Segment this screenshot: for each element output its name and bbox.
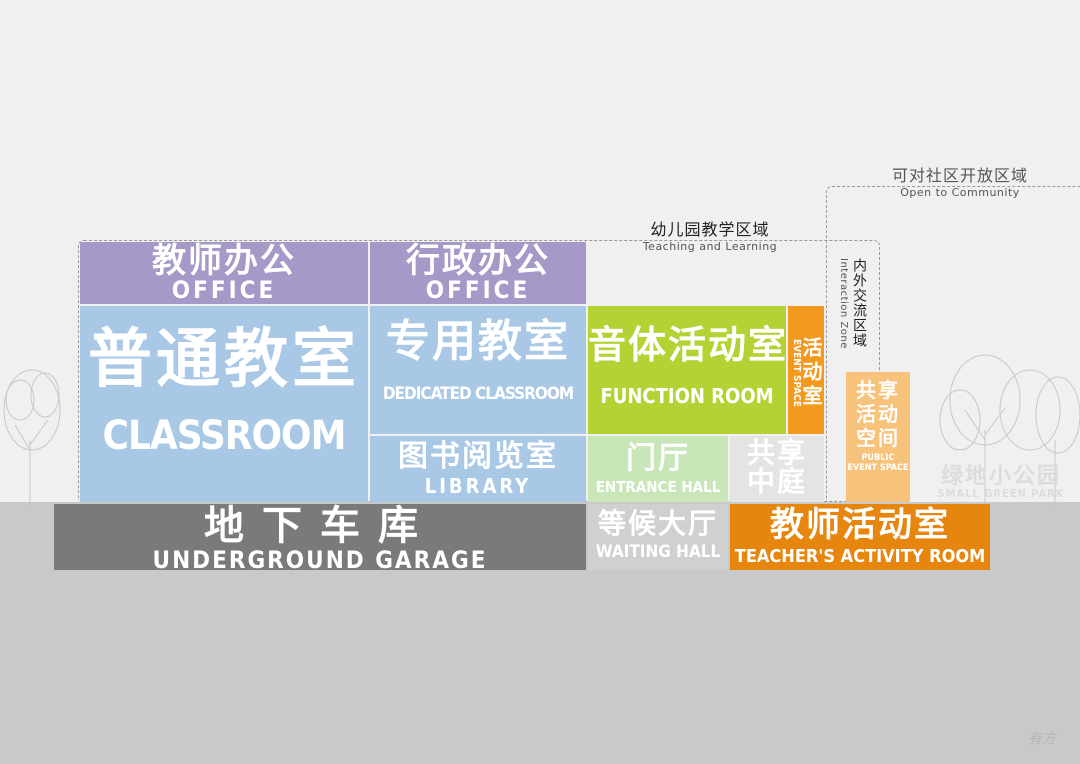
- shared-court-block: 共享中庭: [730, 436, 824, 502]
- teaching-zone-label: 幼儿园教学区域 Teaching and Learning: [620, 216, 800, 253]
- event-space-block: 活动室 EVENT SPACE: [788, 306, 824, 434]
- dedicated-classroom-subtitle: DEDICATED CLASSROOM: [382, 384, 574, 404]
- interaction-zone-title: 内外交流区域: [851, 258, 867, 348]
- garage-title: 地下车库: [204, 504, 436, 549]
- classroom-block: 普通教室 CLASSROOM: [80, 306, 368, 502]
- entrance-hall-title: 门厅: [626, 441, 690, 476]
- community-zone-outline: [826, 186, 1080, 502]
- admin-office-subtitle: OFFICE: [425, 276, 531, 304]
- event-space-subtitle: EVENT SPACE: [791, 339, 802, 407]
- admin-office-block: 行政办公 OFFICE: [370, 242, 586, 304]
- waiting-hall-block: 等候大厅 WAITING HALL: [588, 504, 728, 570]
- tree-right-icon-1: [939, 354, 1061, 505]
- dedicated-classroom-block: 专用教室 DEDICATED CLASSROOM: [370, 306, 586, 434]
- classroom-title: 普通教室: [88, 323, 360, 397]
- green-park-label: 绿地小公园 SMALL GREEN PARK: [926, 464, 1076, 500]
- event-space-title: 活动室: [799, 337, 823, 409]
- interaction-zone-subtitle: Interaction Zone: [838, 258, 849, 349]
- waiting-hall-subtitle: WAITING HALL: [595, 542, 721, 562]
- public-event-subtitle: PUBLIC EVENT SPACE: [847, 453, 909, 473]
- teacher-office-title: 教师办公: [152, 242, 296, 281]
- library-title: 图书阅览室: [398, 439, 558, 474]
- admin-office-title: 行政办公: [406, 242, 550, 281]
- library-subtitle: LIBRARY: [424, 474, 532, 498]
- teaching-zone-subtitle: Teaching and Learning: [642, 240, 778, 253]
- community-zone-title: 可对社区开放区域: [891, 166, 1028, 185]
- tree-sketches: [3, 354, 1080, 505]
- teacher-activity-block: 教师活动室 TEACHER'S ACTIVITY ROOM: [730, 504, 990, 570]
- tree-right-icon-2: [1035, 376, 1080, 505]
- garage-subtitle: UNDERGROUND GARAGE: [152, 546, 488, 570]
- watermark: 有方: [1028, 731, 1056, 747]
- teaching-zone-title: 幼儿园教学区域: [650, 220, 770, 239]
- waiting-hall-title: 等候大厅: [597, 507, 718, 540]
- dedicated-classroom-title: 专用教室: [386, 316, 570, 367]
- community-zone-label: 可对社区开放区域 Open to Community: [860, 162, 1060, 199]
- interaction-zone-label: 内外交流区域 Interaction Zone: [838, 258, 869, 378]
- teacher-office-subtitle: OFFICE: [171, 276, 277, 304]
- teacher-activity-title: 教师活动室: [770, 505, 950, 545]
- function-room-subtitle: FUNCTION ROOM: [600, 384, 774, 408]
- teacher-office-block: 教师办公 OFFICE: [80, 242, 368, 304]
- function-room-title: 音体活动室: [588, 323, 786, 367]
- green-park-subtitle: SMALL GREEN PARK: [937, 487, 1065, 500]
- garage-block: 地下车库 UNDERGROUND GARAGE: [54, 504, 586, 570]
- tree-left-icon: [3, 369, 61, 505]
- shared-court-title: 共享中庭: [746, 436, 807, 499]
- function-room-block: 音体活动室 FUNCTION ROOM: [588, 306, 786, 434]
- public-event-title: 共享活动空间: [856, 378, 900, 450]
- community-zone-subtitle: Open to Community: [900, 186, 1020, 199]
- entrance-hall-subtitle: ENTRANCE HALL: [595, 478, 721, 496]
- public-event-block: 共享活动空间 PUBLIC EVENT SPACE: [846, 372, 910, 502]
- teacher-activity-subtitle: TEACHER'S ACTIVITY ROOM: [734, 546, 986, 567]
- entrance-hall-block: 门厅 ENTRANCE HALL: [588, 436, 728, 502]
- library-block: 图书阅览室 LIBRARY: [370, 436, 586, 502]
- classroom-subtitle: CLASSROOM: [102, 413, 347, 459]
- green-park-title: 绿地小公园: [940, 464, 1061, 489]
